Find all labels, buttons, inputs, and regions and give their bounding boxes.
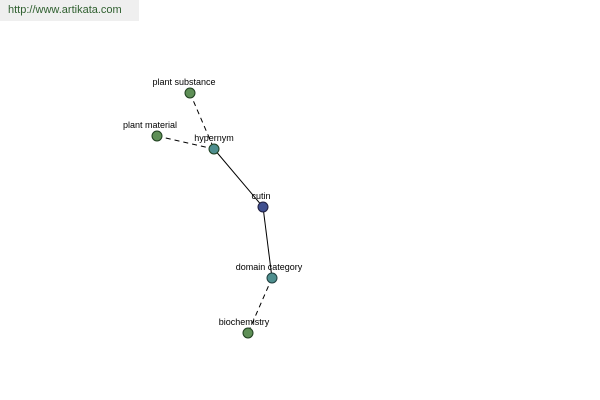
node-dot[interactable]: [208, 143, 220, 155]
edge-hypernym-cutin: [213, 148, 264, 208]
node-dot[interactable]: [242, 327, 254, 339]
node-plant-material[interactable]: plant material: [123, 120, 177, 142]
node-cutin[interactable]: cutin: [251, 191, 271, 213]
url-bar: http://www.artikata.com: [0, 0, 139, 21]
node-dot[interactable]: [257, 201, 269, 213]
node-dot[interactable]: [151, 130, 163, 142]
node-label: domain category: [236, 262, 303, 272]
node-label: biochemistry: [219, 317, 270, 327]
node-label: cutin: [251, 191, 270, 201]
node-label: plant substance: [152, 77, 215, 87]
graph-edges: [156, 92, 273, 334]
edge-cutin-domain-category: [262, 206, 273, 279]
node-hypernym[interactable]: hypernym: [194, 133, 234, 155]
edge-plant-material-hypernym: [156, 135, 215, 150]
node-dot[interactable]: [184, 87, 196, 99]
node-label: plant material: [123, 120, 177, 130]
graph-nodes: plant substance plant material hypernym …: [123, 77, 303, 339]
node-domain-category[interactable]: domain category: [236, 262, 303, 284]
node-biochemistry[interactable]: biochemistry: [219, 317, 270, 339]
node-label: hypernym: [194, 133, 234, 143]
edge-domain-category-biochemistry: [247, 277, 273, 334]
site-url[interactable]: http://www.artikata.com: [8, 4, 122, 16]
node-plant-substance[interactable]: plant substance: [152, 77, 216, 99]
node-dot[interactable]: [266, 272, 278, 284]
edge-plant-substance-hypernym: [189, 92, 215, 150]
